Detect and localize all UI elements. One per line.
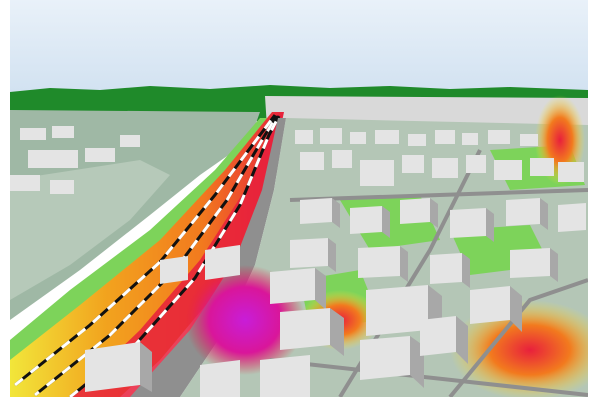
hotspot-right xyxy=(450,300,588,397)
buildings-mid xyxy=(290,198,586,288)
buildings-left xyxy=(10,126,140,194)
highway-hot-core xyxy=(70,115,282,397)
sky xyxy=(10,0,588,92)
buildings-near xyxy=(85,245,522,397)
noise-map-scene xyxy=(10,0,588,397)
left-terrain-lower xyxy=(10,160,170,300)
buildings-far xyxy=(295,128,584,186)
highway-noise-band xyxy=(10,112,284,397)
